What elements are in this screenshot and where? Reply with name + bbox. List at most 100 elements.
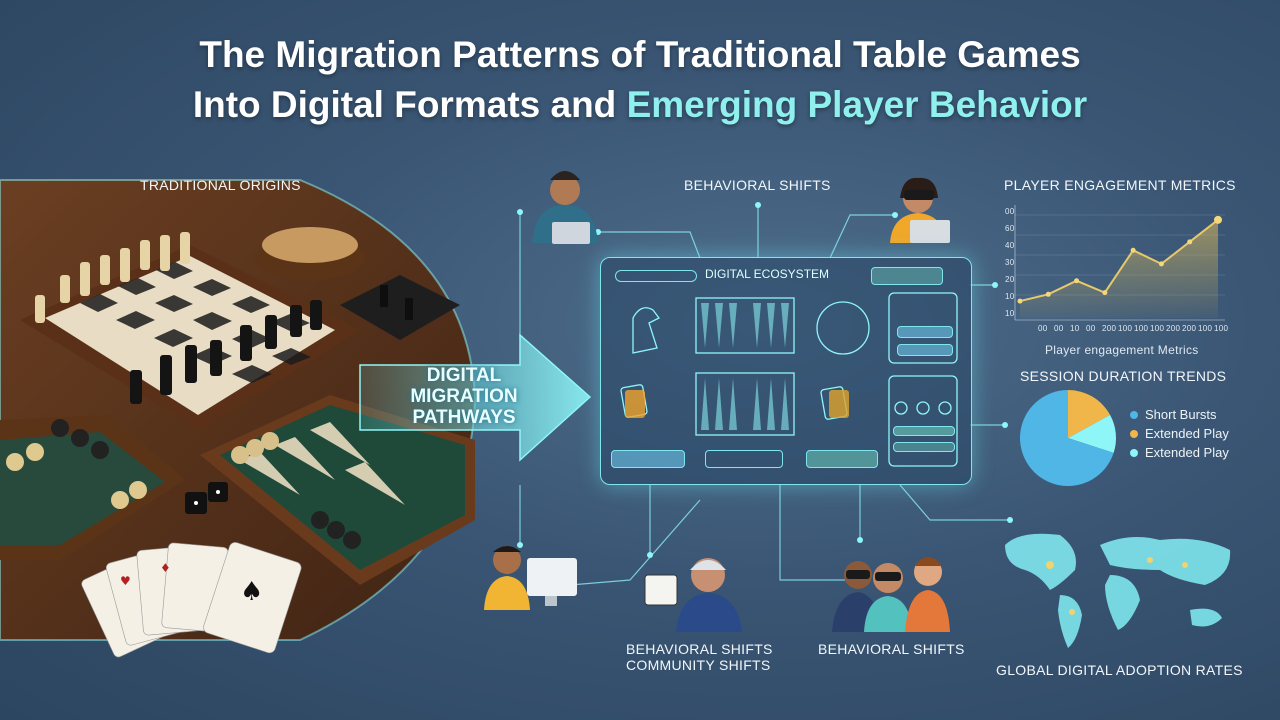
svg-text:♥: ♥ xyxy=(120,574,131,588)
x-tick-label: 100 xyxy=(1150,324,1165,333)
x-tick-label: 100 xyxy=(1118,324,1133,333)
chess-token-icon xyxy=(816,301,870,355)
world-map xyxy=(1005,533,1231,648)
sidebar-bottom xyxy=(888,375,958,467)
sidebar-top xyxy=(888,292,958,364)
backgammon-screen-bottom xyxy=(695,372,795,436)
engagement-point xyxy=(1017,298,1023,304)
x-tick-label: 100 xyxy=(1214,324,1229,333)
ecosystem-title: DIGITAL ECOSYSTEM xyxy=(705,267,830,281)
sidebar-button-2[interactable] xyxy=(897,344,953,356)
backgammon-board xyxy=(200,395,475,585)
engagement-point xyxy=(1214,215,1222,224)
engagement-metrics-label: PLAYER ENGAGEMENT METRICS xyxy=(1004,177,1236,193)
window-dots xyxy=(615,270,697,282)
sidebar-slider-1[interactable] xyxy=(893,426,955,436)
pie-slice xyxy=(1020,390,1114,486)
ecosystem-button-3[interactable] xyxy=(806,450,878,468)
y-tick-label: 10 xyxy=(1005,309,1015,318)
migration-label-line-1: DIGITAL xyxy=(426,365,502,386)
legend-item-2: Extended Play xyxy=(1130,426,1229,441)
title-line-2: Into Digital Formats and Emerging Player… xyxy=(0,80,1280,130)
x-tick-label: 200 xyxy=(1182,324,1197,333)
legend-dot-2 xyxy=(1130,430,1138,438)
person-hoodie xyxy=(532,171,598,244)
y-tick-label: 60 xyxy=(1005,224,1015,233)
x-tick-label: 200 xyxy=(1166,324,1181,333)
migration-label-line-2: MIGRATION xyxy=(410,386,518,407)
legend-label-1: Short Bursts xyxy=(1145,407,1217,422)
session-duration-label: SESSION DURATION TRENDS xyxy=(1020,368,1227,384)
playing-cards: ♥ ♦ ♠ xyxy=(81,542,302,658)
chess-box xyxy=(340,275,460,340)
wooden-disc xyxy=(255,227,365,280)
migration-label-line-3: PATHWAYS xyxy=(412,407,516,428)
y-tick-label: 00 xyxy=(1005,207,1015,216)
title-line-1: The Migration Patterns of Traditional Ta… xyxy=(199,34,1081,75)
x-tick-label: 200 xyxy=(1102,324,1117,333)
legend-dot-3 xyxy=(1130,449,1138,457)
page-title: The Migration Patterns of Traditional Ta… xyxy=(0,30,1280,130)
x-tick-label: 00 xyxy=(1086,324,1096,333)
y-tick-label: 40 xyxy=(1005,241,1015,250)
engagement-point xyxy=(1045,291,1051,297)
person-desktop xyxy=(484,546,577,610)
engagement-point xyxy=(1102,290,1108,296)
engagement-chart xyxy=(1014,205,1225,321)
community-label-1: BEHAVIORAL SHIFTS xyxy=(626,641,773,657)
left-backgammon xyxy=(0,415,185,560)
migration-arrow xyxy=(359,333,592,462)
sidebar-slider-2[interactable] xyxy=(893,442,955,452)
adoption-rates-label: GLOBAL DIGITAL ADOPTION RATES xyxy=(996,662,1243,678)
x-tick-label: 100 xyxy=(1198,324,1213,333)
legend-item-1: Short Bursts xyxy=(1130,407,1217,422)
ecosystem-graphics xyxy=(620,292,958,467)
x-tick-label: 00 xyxy=(1038,324,1048,333)
title-line-2-highlight: Emerging Player Behavior xyxy=(626,84,1088,125)
community-label-2: COMMUNITY SHIFTS xyxy=(626,657,771,673)
digital-ecosystem-panel: DIGITAL ECOSYSTEM xyxy=(600,257,972,485)
backgammon-screen-top xyxy=(695,297,795,354)
behavioral-shifts-top-label: BEHAVIORAL SHIFTS xyxy=(684,177,831,193)
svg-text:♠: ♠ xyxy=(240,577,263,607)
dice xyxy=(185,482,228,514)
ecosystem-status-button[interactable] xyxy=(871,267,943,285)
engagement-caption: Player engagement Metrics xyxy=(1045,343,1199,357)
sidebar-button-1[interactable] xyxy=(897,326,953,338)
legend-label-2: Extended Play xyxy=(1145,426,1229,441)
behavioral-shifts-bottom-label: BEHAVIORAL SHIFTS xyxy=(818,641,965,657)
person-vr-laptop xyxy=(890,177,950,243)
traditional-origins-label: TRADITIONAL ORIGINS xyxy=(140,177,301,193)
ecosystem-button-1[interactable] xyxy=(611,450,685,468)
x-tick-label: 00 xyxy=(1054,324,1064,333)
x-tick-label: 10 xyxy=(1070,324,1080,333)
y-tick-label: 10 xyxy=(1005,292,1015,301)
friends-group-vr xyxy=(832,557,950,632)
chess-board xyxy=(20,232,360,430)
pie-slice xyxy=(1068,390,1111,438)
y-tick-label: 30 xyxy=(1005,258,1015,267)
connector-lines xyxy=(519,205,1010,586)
knight-icon xyxy=(632,307,660,354)
title-line-2-a: Into Digital Formats and xyxy=(192,84,627,125)
engagement-point xyxy=(1074,278,1080,284)
engagement-point xyxy=(1187,239,1193,245)
svg-text:♦: ♦ xyxy=(160,561,171,575)
y-tick-label: 20 xyxy=(1005,275,1015,284)
migration-pathways-label: DIGITAL MIGRATION PATHWAYS xyxy=(394,365,534,428)
engagement-point xyxy=(1130,247,1136,253)
engagement-line xyxy=(1019,219,1219,303)
traditional-table-scene: ♥ ♦ ♠ xyxy=(0,179,477,658)
x-tick-label: 100 xyxy=(1134,324,1149,333)
engagement-area xyxy=(1020,219,1218,318)
legend-label-3: Extended Play xyxy=(1145,445,1229,460)
map-hotspots xyxy=(1046,557,1188,615)
pie-slice xyxy=(1068,414,1117,453)
session-pie-chart xyxy=(1020,390,1117,486)
legend-item-3: Extended Play xyxy=(1130,445,1229,460)
person-elderly-tablet xyxy=(644,558,742,632)
legend-dot-1 xyxy=(1130,411,1138,419)
engagement-point xyxy=(1158,261,1164,267)
ecosystem-button-2[interactable] xyxy=(705,450,783,468)
